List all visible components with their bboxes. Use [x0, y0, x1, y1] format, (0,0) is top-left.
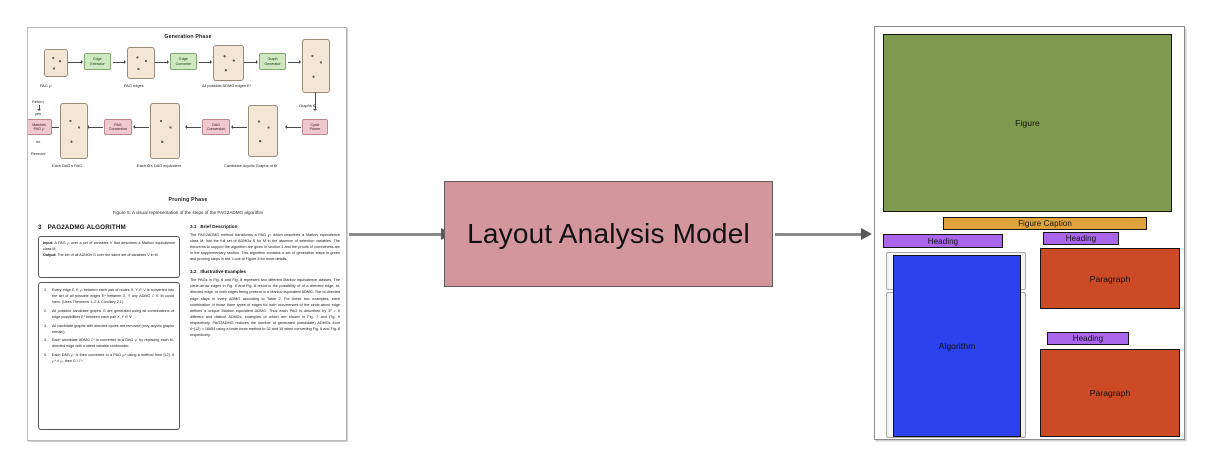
flow-arrow-up: [37, 105, 41, 111]
algorithm-step: 4. Each candidate ADMG ℰ* is converted to…: [44, 338, 174, 350]
pruning-phase-label: Pruning Phase: [168, 197, 208, 203]
algorithm-step: 1. Every edge E ∈ ℘ between each pair of …: [44, 288, 174, 306]
layout-block-figure[interactable]: Figure: [883, 34, 1172, 212]
section-number: 3: [38, 224, 42, 231]
layout-block-paragraph-2[interactable]: Paragraph: [1040, 349, 1180, 437]
algorithm-input-label: Input:: [43, 241, 54, 245]
layout-block-figure-caption[interactable]: Figure Caption: [943, 217, 1147, 230]
stage-label-pag-edges: PAG edges: [124, 83, 144, 88]
algorithm-output-label: Output:: [43, 252, 57, 257]
step-text: All possible candidate graphs G are gene…: [52, 308, 174, 319]
stage-label-dag-equivalent: Each G's DAG equivalent: [137, 163, 182, 168]
graph-node-graphs-g: [302, 39, 330, 93]
generation-phase-label: Generation Phase: [164, 34, 212, 40]
algorithm-step: 2. All possible candidate graphs G are ge…: [44, 309, 174, 321]
flow-arrow-left: [185, 125, 201, 129]
stage-label-graphs-g: Graphs G: [299, 103, 316, 108]
step-text: Each candidate ADMG ℰ* is converted to a…: [52, 338, 174, 349]
step-number: 2.: [44, 308, 48, 313]
subsection-paragraph: The PAGs in Fig. 6 and Fig. 8 represent …: [190, 278, 340, 337]
flow-arrow-left: [285, 125, 301, 129]
stage-label-yes: yes: [35, 111, 42, 116]
layout-block-heading-2[interactable]: Heading: [1043, 232, 1119, 245]
flow-arrow: [155, 60, 169, 64]
graph-node-candidate-acyclic: [248, 105, 278, 157]
subsection-number: 3.2: [190, 269, 197, 275]
figure-caption-text: Figure 5: A visual representation of the…: [112, 210, 264, 215]
flow-arrow-down: [313, 92, 317, 111]
layout-analysis-model-label: Layout Analysis Model: [467, 218, 750, 249]
step-text: Every edge E ∈ ℘ between each pair of no…: [52, 288, 174, 304]
flow-arrow-left: [87, 125, 103, 129]
subsection-number: 3.1: [190, 224, 197, 229]
algorithm-io-box: Input: A PAG ℘ over a set of variables V…: [38, 236, 180, 278]
subsection-title: Brief Description: [200, 224, 238, 229]
step-text: Each DAG ℘' is then converted to a PAG ℘…: [52, 353, 174, 364]
layout-analysis-output-page[interactable]: Figure Figure Caption Heading Heading Al…: [874, 26, 1185, 440]
step-number: 1.: [44, 288, 48, 292]
flow-arrow: [288, 60, 301, 64]
arrow-model-to-output-icon: [775, 228, 872, 239]
stage-label-admg-edges: All possible ADMG edges E*: [202, 83, 252, 88]
graph-node-pag-edges: [127, 47, 155, 79]
graph-node-each-dag-pag: [60, 103, 88, 159]
arrow-document-to-model-icon: [349, 228, 452, 239]
layout-block-algorithm[interactable]: Algorithm: [893, 255, 1021, 437]
step-number: 3.: [44, 323, 48, 328]
algorithm-step: 3. All candidate graphs with directed cyc…: [44, 324, 174, 336]
flow-arrow: [113, 60, 126, 64]
step-text: All candidate graphs with directed cycle…: [52, 323, 174, 334]
stage-label-pag: PAG ℘: [40, 83, 52, 88]
document-section-heading: 3 PAG2ADMG ALGORITHM: [38, 224, 126, 231]
algorithm-output-line: Output: The set of all ADMGs G over the …: [43, 253, 175, 259]
stage-label-each-dag-pag: Each DAG's PAG: [52, 163, 83, 168]
algorithm-step: 5. Each DAG ℘' is then converted to a PAG…: [44, 353, 174, 365]
flow-arrow: [244, 60, 258, 64]
step-number: 5.: [44, 353, 48, 358]
algorithm-steps-box: 1. Every edge E ∈ ℘ between each pair of …: [38, 282, 180, 430]
flow-arrow: [199, 60, 212, 64]
section-title: PAG2ADMG ALGORITHM: [47, 224, 126, 231]
layout-block-paragraph-1[interactable]: Paragraph: [1040, 248, 1180, 309]
flow-arrow-left: [133, 125, 149, 129]
graph-node-admg-edges: [213, 45, 244, 81]
layout-analysis-model-box[interactable]: Layout Analysis Model: [444, 181, 773, 287]
algorithm-input-line: Input: A PAG ℘ over a set of variables V…: [43, 241, 175, 253]
flow-arrow-left: [231, 125, 247, 129]
algorithm-output-text: The set of all ADMGs G over the same set…: [56, 252, 158, 257]
stage-label-candidate-acyclic: Candidate Acyclic Graphs of G: [224, 163, 277, 168]
flow-arrow: [68, 60, 83, 64]
stage-label-return: Return: [32, 99, 44, 104]
algorithm-input-text: A PAG ℘ over a set of variables V that d…: [43, 241, 175, 251]
graph-node-dag-equivalent: [150, 103, 180, 159]
step-number: 4.: [44, 338, 48, 343]
layout-block-heading-1[interactable]: Heading: [883, 234, 1003, 248]
stage-label-remove: Remove: [31, 151, 46, 156]
stage-label-no: no: [36, 139, 41, 144]
subsection-paragraph: The PAG2ADMG method transforms a PAG ℘, …: [190, 233, 340, 262]
layout-block-heading-3[interactable]: Heading: [1047, 332, 1129, 345]
subsection-title: Illustrative Examples: [200, 269, 247, 275]
graph-node-pag: [44, 49, 68, 77]
